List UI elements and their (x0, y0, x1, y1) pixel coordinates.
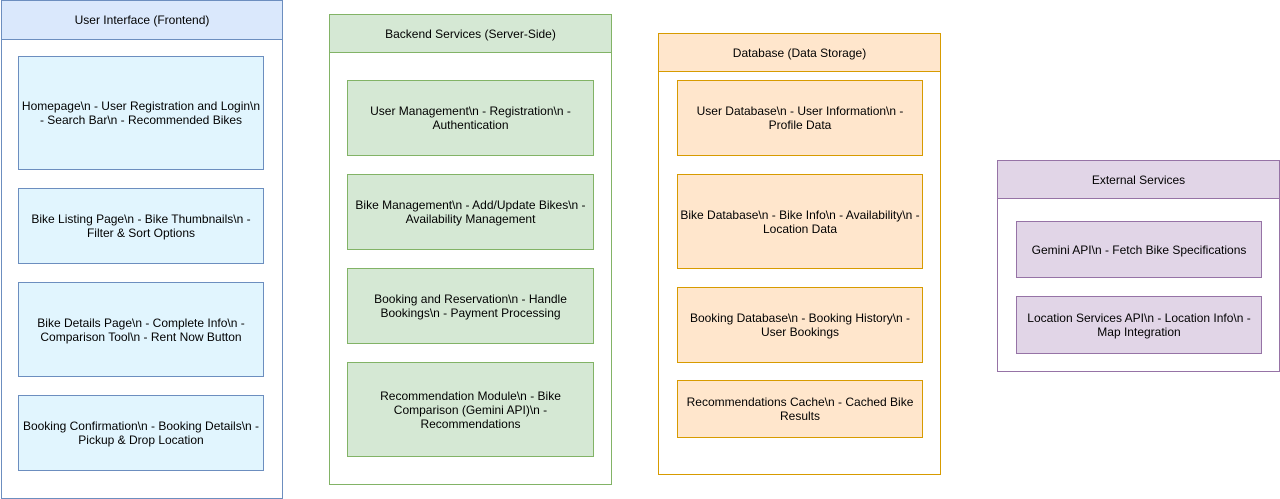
external-header: External Services (998, 161, 1279, 199)
frontend-title: User Interface (Frontend) (74, 13, 210, 27)
database-header: Database (Data Storage) (659, 34, 940, 72)
database-box-bike-database[interactable]: Bike Database\n - Bike Info\n - Availabi… (677, 174, 923, 269)
backend-box-bike-management[interactable]: Bike Management\n - Add/Update Bikes\n -… (347, 174, 594, 250)
backend-box-booking-reservation[interactable]: Booking and Reservation\n - Handle Booki… (347, 268, 594, 344)
external-box-location-services-api[interactable]: Location Services API\n - Location Info\… (1016, 296, 1262, 354)
frontend-header: User Interface (Frontend) (2, 1, 282, 40)
database-title: Database (Data Storage) (732, 45, 867, 60)
backend-box-user-management[interactable]: User Management\n - Registration\n - Aut… (347, 80, 594, 156)
backend-header: Backend Services (Server-Side) (330, 15, 611, 53)
frontend-box-bike-details[interactable]: Bike Details Page\n - Complete Info\n - … (18, 282, 264, 377)
backend-title: Backend Services (Server-Side) (385, 26, 556, 41)
external-box-gemini-api[interactable]: Gemini API\n - Fetch Bike Specifications (1016, 221, 1262, 278)
database-box-user-database[interactable]: User Database\n - User Information\n - P… (677, 80, 923, 156)
database-box-recommendations-cache[interactable]: Recommendations Cache\n - Cached Bike Re… (677, 380, 923, 438)
frontend-box-booking-confirmation[interactable]: Booking Confirmation\n - Booking Details… (18, 395, 264, 471)
external-title: External Services (1091, 172, 1186, 187)
backend-box-recommendation-module[interactable]: Recommendation Module\n - Bike Compariso… (347, 362, 594, 457)
frontend-box-bike-listing[interactable]: Bike Listing Page\n - Bike Thumbnails\n … (18, 188, 264, 264)
database-box-booking-database[interactable]: Booking Database\n - Booking History\n -… (677, 287, 923, 363)
frontend-box-homepage[interactable]: Homepage\n - User Registration and Login… (18, 56, 264, 170)
